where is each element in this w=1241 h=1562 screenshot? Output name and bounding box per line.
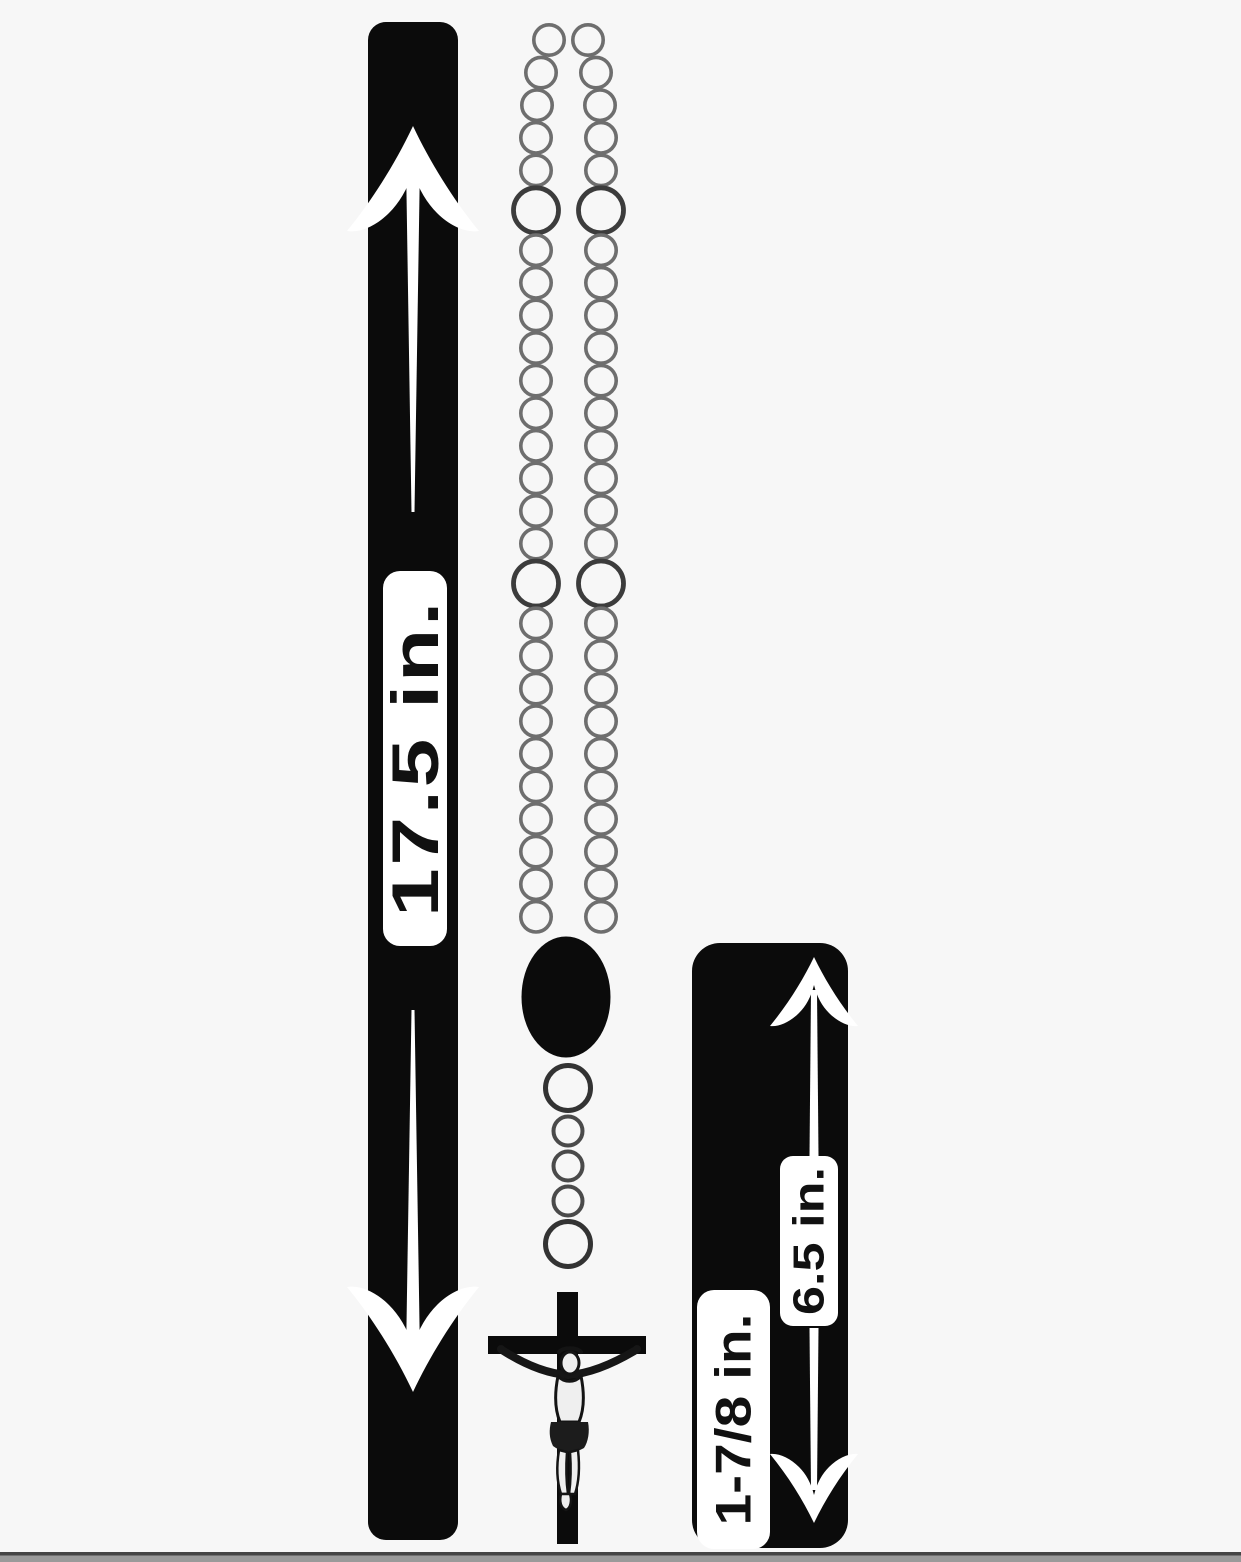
- arrow-down-icon: [347, 1286, 479, 1392]
- bead: [583, 265, 618, 300]
- bead: [518, 233, 553, 268]
- bead: [518, 428, 553, 463]
- bead-chain-left: [511, 22, 566, 934]
- centerpiece-bead: [521, 936, 611, 1058]
- bottom-edge: [0, 1552, 1241, 1562]
- bead: [570, 22, 605, 57]
- bead: [531, 22, 566, 57]
- bead: [523, 55, 558, 90]
- corpus-figure: [497, 1345, 641, 1512]
- bead: [518, 153, 553, 188]
- bead: [583, 638, 618, 673]
- bead: [518, 298, 553, 333]
- crucifix-length-label-box: [697, 1290, 770, 1549]
- pendant-beads: [543, 1063, 593, 1269]
- bead: [518, 899, 553, 934]
- bead: [518, 638, 553, 673]
- bead: [518, 769, 553, 804]
- bead: [518, 120, 553, 155]
- bead: [583, 899, 618, 934]
- bead: [583, 867, 618, 902]
- bead: [551, 1114, 585, 1148]
- bead: [583, 606, 618, 641]
- bead: [576, 185, 626, 236]
- arrow-down-icon: [770, 1453, 858, 1523]
- bead: [518, 265, 553, 300]
- bead: [583, 801, 618, 836]
- total-length-bar: 17.5 in.: [347, 22, 479, 1540]
- cross-horizontal-beam: [488, 1336, 646, 1354]
- bead: [551, 1149, 585, 1183]
- bead: [518, 606, 553, 641]
- overall-length-label-box: [383, 571, 447, 946]
- bead: [583, 396, 618, 431]
- bead: [583, 526, 618, 561]
- bead: [518, 834, 553, 869]
- bead: [518, 396, 553, 431]
- crucifix-length-label: 1-7/8 in.: [706, 1314, 762, 1526]
- arrow-up-icon: [347, 126, 479, 232]
- bead: [583, 120, 618, 155]
- bead: [583, 493, 618, 528]
- bead: [583, 363, 618, 398]
- bead: [583, 153, 618, 188]
- bead: [583, 671, 618, 706]
- bead: [543, 1219, 593, 1269]
- arrow-down-shaft: [809, 1328, 819, 1490]
- drop-length-bar: 6.5 in. 1-7/8 in.: [692, 943, 858, 1549]
- bead: [583, 704, 618, 739]
- bead: [583, 834, 618, 869]
- drop-length-label-box: [780, 1156, 838, 1326]
- bead: [518, 363, 553, 398]
- bead: [511, 558, 561, 609]
- bead: [583, 428, 618, 463]
- arrow-up-icon: [770, 957, 858, 1027]
- drop-length-label: 6.5 in.: [785, 1167, 834, 1315]
- arrow-up-shaft: [406, 162, 420, 512]
- arrow-up-shaft: [809, 990, 819, 1156]
- bead: [518, 867, 553, 902]
- arrow-down-shaft: [406, 1010, 420, 1356]
- bead: [518, 330, 553, 365]
- bead: [518, 736, 553, 771]
- bead: [583, 461, 618, 496]
- bead: [551, 1184, 585, 1218]
- bead: [582, 88, 617, 123]
- bead: [518, 493, 553, 528]
- bead: [583, 233, 618, 268]
- bead-chain-right: [570, 22, 626, 934]
- bead: [518, 671, 553, 706]
- bead: [518, 704, 553, 739]
- bead: [519, 88, 554, 123]
- bead: [583, 769, 618, 804]
- bead: [518, 461, 553, 496]
- rosary-illustration: [488, 22, 646, 1544]
- crucifix: [488, 1292, 646, 1544]
- bead: [583, 298, 618, 333]
- bead: [578, 55, 613, 90]
- bead: [518, 801, 553, 836]
- bead: [576, 558, 626, 609]
- bead: [583, 736, 618, 771]
- bead: [543, 1063, 593, 1113]
- overall-length-label: 17.5 in.: [378, 599, 452, 917]
- bead: [511, 185, 561, 236]
- bead: [518, 526, 553, 561]
- bead: [583, 330, 618, 365]
